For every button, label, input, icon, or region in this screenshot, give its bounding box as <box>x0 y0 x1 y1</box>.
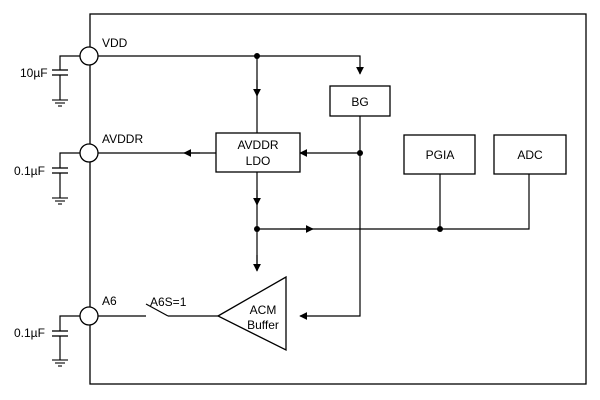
vdd-rail-wire <box>98 55 364 75</box>
vdd-pin-group: VDD 10µF <box>20 36 128 107</box>
analog-supply-bus <box>257 174 530 230</box>
avddr-capacitor-label: 0.1µF <box>14 164 45 178</box>
svg-text:ADC: ADC <box>517 148 543 162</box>
avddr-pin-group: AVDDR 0.1µF <box>14 132 143 205</box>
svg-text:PGIA: PGIA <box>426 148 455 162</box>
avddr-capacitor <box>52 152 80 205</box>
svg-text:Buffer: Buffer <box>247 318 279 332</box>
svg-text:AVDDR: AVDDR <box>237 138 278 152</box>
avddr-pin-label: AVDDR <box>102 132 143 146</box>
a6-pin-label: A6 <box>102 294 117 308</box>
svg-text:LDO: LDO <box>246 154 271 168</box>
bg-block: BG <box>329 85 391 117</box>
svg-text:BG: BG <box>351 95 368 109</box>
a6s-switch-label: A6S=1 <box>150 295 187 309</box>
a6-pin-group: A6 0.1µF <box>14 294 117 367</box>
bg-output-wire <box>299 116 361 320</box>
avddr-pin <box>79 143 99 163</box>
vdd-capacitor-label: 10µF <box>20 66 48 80</box>
vdd-capacitor <box>52 55 80 107</box>
vdd-pin-label: VDD <box>102 36 128 50</box>
a6-pin <box>79 306 99 326</box>
vdd-pin <box>79 46 99 66</box>
chip-boundary <box>89 13 587 385</box>
pgia-block: PGIA <box>403 134 476 175</box>
a6s-switch <box>145 303 169 317</box>
acm-buffer-block: ACM Buffer <box>216 275 287 352</box>
avddr-ldo-block: AVDDR LDO <box>215 132 301 173</box>
a6-capacitor-label: 0.1µF <box>14 326 45 340</box>
adc-block: ADC <box>493 134 567 175</box>
svg-text:ACM: ACM <box>250 303 277 317</box>
a6-capacitor <box>52 315 80 367</box>
